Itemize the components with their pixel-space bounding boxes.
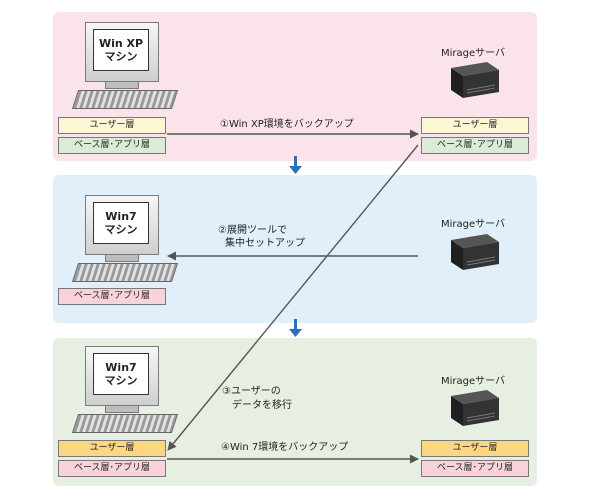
server-box-icon: [451, 234, 499, 270]
pc-name-line2: マシン: [104, 374, 138, 387]
backup-arrow-label: ①Win XP環境をバックアップ: [220, 119, 354, 130]
migrate-arrow-label-line1: ③ユーザーの: [222, 386, 281, 397]
pc-name-line1: Win7: [105, 361, 137, 374]
server-user-layer: ユーザー層: [421, 117, 529, 134]
monitor-stand: [105, 405, 139, 413]
migrate-arrow-label-line2: データを移行: [232, 400, 292, 411]
pc-base-layer: ベース層･アプリ層: [58, 137, 166, 154]
desktop-computer-icon: Win7 マシン: [71, 346, 179, 438]
pc-name-line1: Win XP: [98, 37, 144, 50]
server-base-layer: ベース層･アプリ層: [421, 137, 529, 154]
down-arrow-icon: [289, 319, 302, 337]
monitor-screen: Win XP マシン: [93, 29, 149, 71]
pc-name-line1: Win7: [105, 210, 137, 223]
migrate-arrow: [167, 144, 419, 451]
pc-name-line2: マシン: [104, 223, 138, 236]
monitor-screen: Win7 マシン: [93, 353, 149, 395]
setup-arrow-label-line2: 集中セットアップ: [225, 238, 305, 249]
server-user-layer: ユーザー層: [421, 440, 529, 457]
pc-name-line2: マシン: [104, 50, 138, 63]
pc-base-layer: ベース層･アプリ層: [58, 460, 166, 477]
desktop-computer-icon: Win XP マシン: [71, 22, 179, 114]
desktop-computer-icon: Win7 マシン: [71, 195, 179, 287]
server-box-icon: [451, 62, 499, 98]
pc-user-layer: ユーザー層: [58, 440, 166, 457]
backup-win7-arrow-label: ④Win 7環境をバックアップ: [221, 442, 349, 453]
pc-user-layer: ユーザー層: [58, 117, 166, 134]
monitor: Win XP マシン: [85, 22, 159, 82]
monitor-stand: [105, 81, 139, 89]
server-label: Mirageサーバ: [441, 376, 506, 387]
monitor-stand: [105, 254, 139, 262]
setup-arrow-label-line1: ②展開ツールで: [218, 225, 287, 236]
server-box-icon: [451, 390, 499, 426]
pc-base-layer: ベース層･アプリ層: [58, 288, 166, 305]
down-arrow-icon: [289, 156, 302, 174]
monitor: Win7 マシン: [85, 346, 159, 406]
monitor-screen: Win7 マシン: [93, 202, 149, 244]
server-base-layer: ベース層･アプリ層: [421, 460, 529, 477]
server-label: Mirageサーバ: [441, 219, 506, 230]
server-label: Mirageサーバ: [441, 48, 506, 59]
